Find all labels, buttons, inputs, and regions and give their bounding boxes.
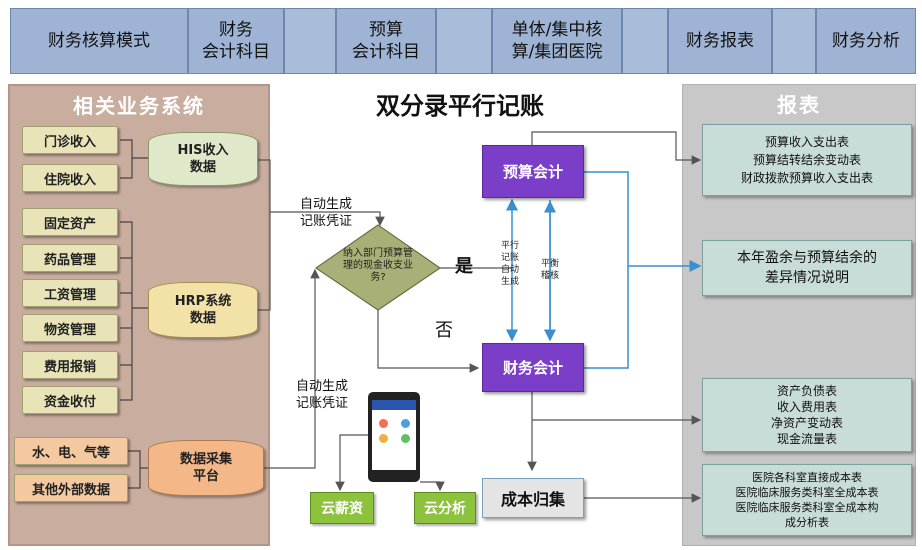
topbar-item-fin-subjects[interactable]: 财务 会计科目: [188, 8, 284, 74]
budget-reports-box[interactable]: 预算收入支出表 预算结转结余变动表 财政拨款预算收入支出表: [702, 124, 912, 196]
balance-audit-label: 平衡 稽核: [540, 259, 559, 281]
auto-voucher-label: 自动生成 记账凭证: [295, 379, 348, 411]
source-utilities: 水、电、气等: [14, 437, 128, 465]
auto-voucher-label: 自动生成 记账凭证: [299, 197, 352, 229]
top-bar: 财务核算模式 财务 会计科目 预算 会计科目 单体/集中核 算/集团医院 财务报…: [10, 8, 916, 74]
budget-accounting-box[interactable]: 预算会计: [482, 145, 584, 198]
topbar-separator: [622, 8, 668, 74]
source-external: 其他外部数据: [14, 474, 128, 502]
yes-label: 是: [455, 256, 473, 277]
surplus-difference-box[interactable]: 本年盈余与预算结余的 差异情况说明: [702, 240, 912, 296]
topbar-item-reports[interactable]: 财务报表: [668, 8, 772, 74]
hrp-database: HRP系统 数据: [148, 282, 258, 338]
cost-reports-box[interactable]: 医院各科室直接成本表 医院临床服务类科室全成本表 医院临床服务类科室全成本构 成…: [702, 464, 912, 536]
source-payroll: 工资管理: [22, 279, 118, 307]
source-materials: 物资管理: [22, 314, 118, 342]
topbar-separator: [436, 8, 492, 74]
his-database: HIS收入 数据: [148, 132, 258, 186]
decision-diamond: [314, 224, 442, 311]
cloud-analysis-box[interactable]: 云分析: [414, 492, 476, 524]
decision-text: 纳入部门预算管 理的现金收支业 务?: [343, 248, 413, 283]
financial-reports-box[interactable]: 资产负债表 收入费用表 净资产变动表 现金流量表: [702, 378, 912, 452]
topbar-separator: [284, 8, 336, 74]
no-label: 否: [435, 320, 453, 341]
source-inpatient: 住院收入: [22, 164, 118, 192]
topbar-item-budget-subjects[interactable]: 预算 会计科目: [336, 8, 436, 74]
source-expenses: 费用报销: [22, 351, 118, 379]
data-collection-platform: 数据采集 平台: [148, 440, 264, 496]
topbar-item-analysis[interactable]: 财务分析: [816, 8, 916, 74]
cost-collection-box[interactable]: 成本归集: [482, 478, 584, 518]
topbar-item-mode[interactable]: 财务核算模式: [10, 8, 188, 74]
financial-accounting-box[interactable]: 财务会计: [482, 343, 584, 392]
diagram-title: 双分录平行记账: [376, 92, 544, 120]
left-panel-title: 相关业务系统: [73, 94, 205, 118]
source-pharmacy: 药品管理: [22, 244, 118, 272]
cloud-salary-box[interactable]: 云薪资: [310, 492, 374, 524]
right-panel-title: 报表: [777, 93, 821, 117]
source-outpatient: 门诊收入: [22, 126, 118, 154]
source-fixed-assets: 固定资产: [22, 208, 118, 236]
parallel-posting-label: 平行 记账 自动 生成: [500, 241, 519, 287]
topbar-separator: [772, 8, 816, 74]
source-funds: 资金收付: [22, 386, 118, 414]
topbar-item-accounting-type[interactable]: 单体/集中核 算/集团医院: [492, 8, 622, 74]
mobile-phone-icon: [368, 392, 420, 482]
